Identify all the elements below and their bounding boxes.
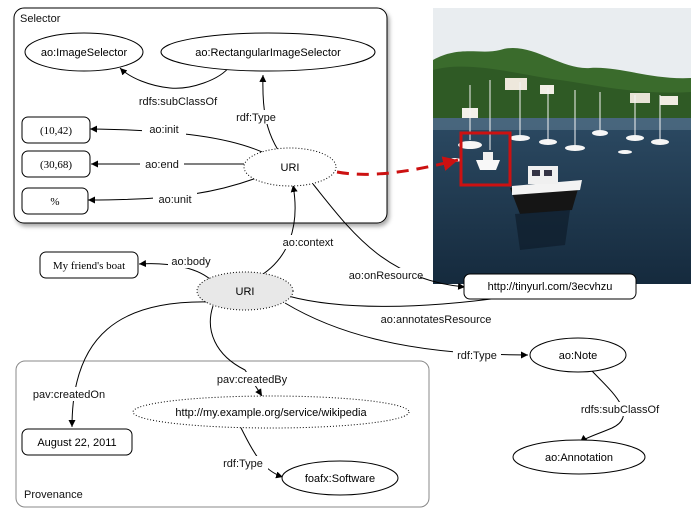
node-software (281, 460, 399, 496)
provenance-group-title: Provenance (24, 489, 83, 501)
label-subclass-selector: rdfs:subClassOf (139, 96, 218, 108)
edge-rdf-type-note (284, 302, 529, 359)
label-unit: ao:unit (158, 194, 191, 206)
node-image-selector-label: ao:ImageSelector (41, 47, 128, 59)
node-body-value-label: My friend's boat (53, 260, 125, 272)
node-unit-value (21, 187, 89, 215)
edge-rdf-type-software (239, 425, 284, 479)
node-selector-uri (243, 147, 337, 187)
node-end-value-label: (30,68) (40, 159, 72, 171)
label-end: ao:end (145, 159, 179, 171)
node-created-on-label: August 22, 2011 (37, 437, 116, 449)
node-selector-uri-label: URI (281, 162, 300, 174)
edge-subclass-note (579, 370, 624, 443)
edge-init (89, 125, 263, 153)
node-resource-url-label: http://tinyurl.com/3ecvhzu (488, 281, 613, 293)
label-init: ao:init (149, 124, 178, 136)
selection-pointer-arrow (336, 156, 459, 176)
node-body-value (39, 251, 139, 279)
node-annotation (512, 439, 646, 475)
node-annotation-uri (196, 271, 294, 311)
node-created-by-label: http://my.example.org/service/wikipedia (175, 407, 367, 419)
node-unit-value-label: % (50, 196, 59, 208)
label-context: ao:context (283, 237, 334, 249)
selector-group-title: Selector (20, 13, 61, 25)
edge-annotates-resource (287, 292, 521, 307)
edge-created-by (209, 305, 263, 397)
node-image-selector (24, 32, 144, 72)
node-rect-image-selector-label: ao:RectangularImageSelector (195, 47, 341, 59)
node-note (529, 337, 627, 373)
edge-on-resource (312, 183, 466, 290)
label-rdf-type-note: rdf:Type (457, 350, 497, 362)
label-body: ao:body (171, 256, 211, 268)
label-annotates-resource: ao:annotatesResource (381, 314, 492, 326)
node-annotation-uri-label: URI (236, 286, 255, 298)
harbor-photo-icon (433, 8, 691, 284)
label-created-on: pav:createdOn (33, 389, 105, 401)
image-selection-box (459, 131, 512, 187)
label-on-resource: ao:onResource (349, 270, 424, 282)
node-note-label: ao:Note (559, 350, 598, 362)
node-software-label: foafx:Software (305, 473, 375, 485)
node-created-on (21, 428, 133, 456)
node-init-value-label: (10,42) (40, 125, 72, 137)
edge-subclass-selector (119, 65, 231, 89)
node-rect-image-selector (160, 32, 376, 72)
node-annotation-label: ao:Annotation (545, 452, 613, 464)
label-rdf-type-selector: rdf:Type (236, 112, 276, 124)
label-created-by: pav:createdBy (217, 374, 288, 386)
label-subclass-note: rdfs:subClassOf (581, 404, 660, 416)
node-end-value (21, 150, 91, 178)
node-resource-url (463, 273, 637, 300)
node-created-by (132, 395, 410, 429)
node-init-value (21, 116, 91, 144)
label-rdf-type-software: rdf:Type (223, 458, 263, 470)
